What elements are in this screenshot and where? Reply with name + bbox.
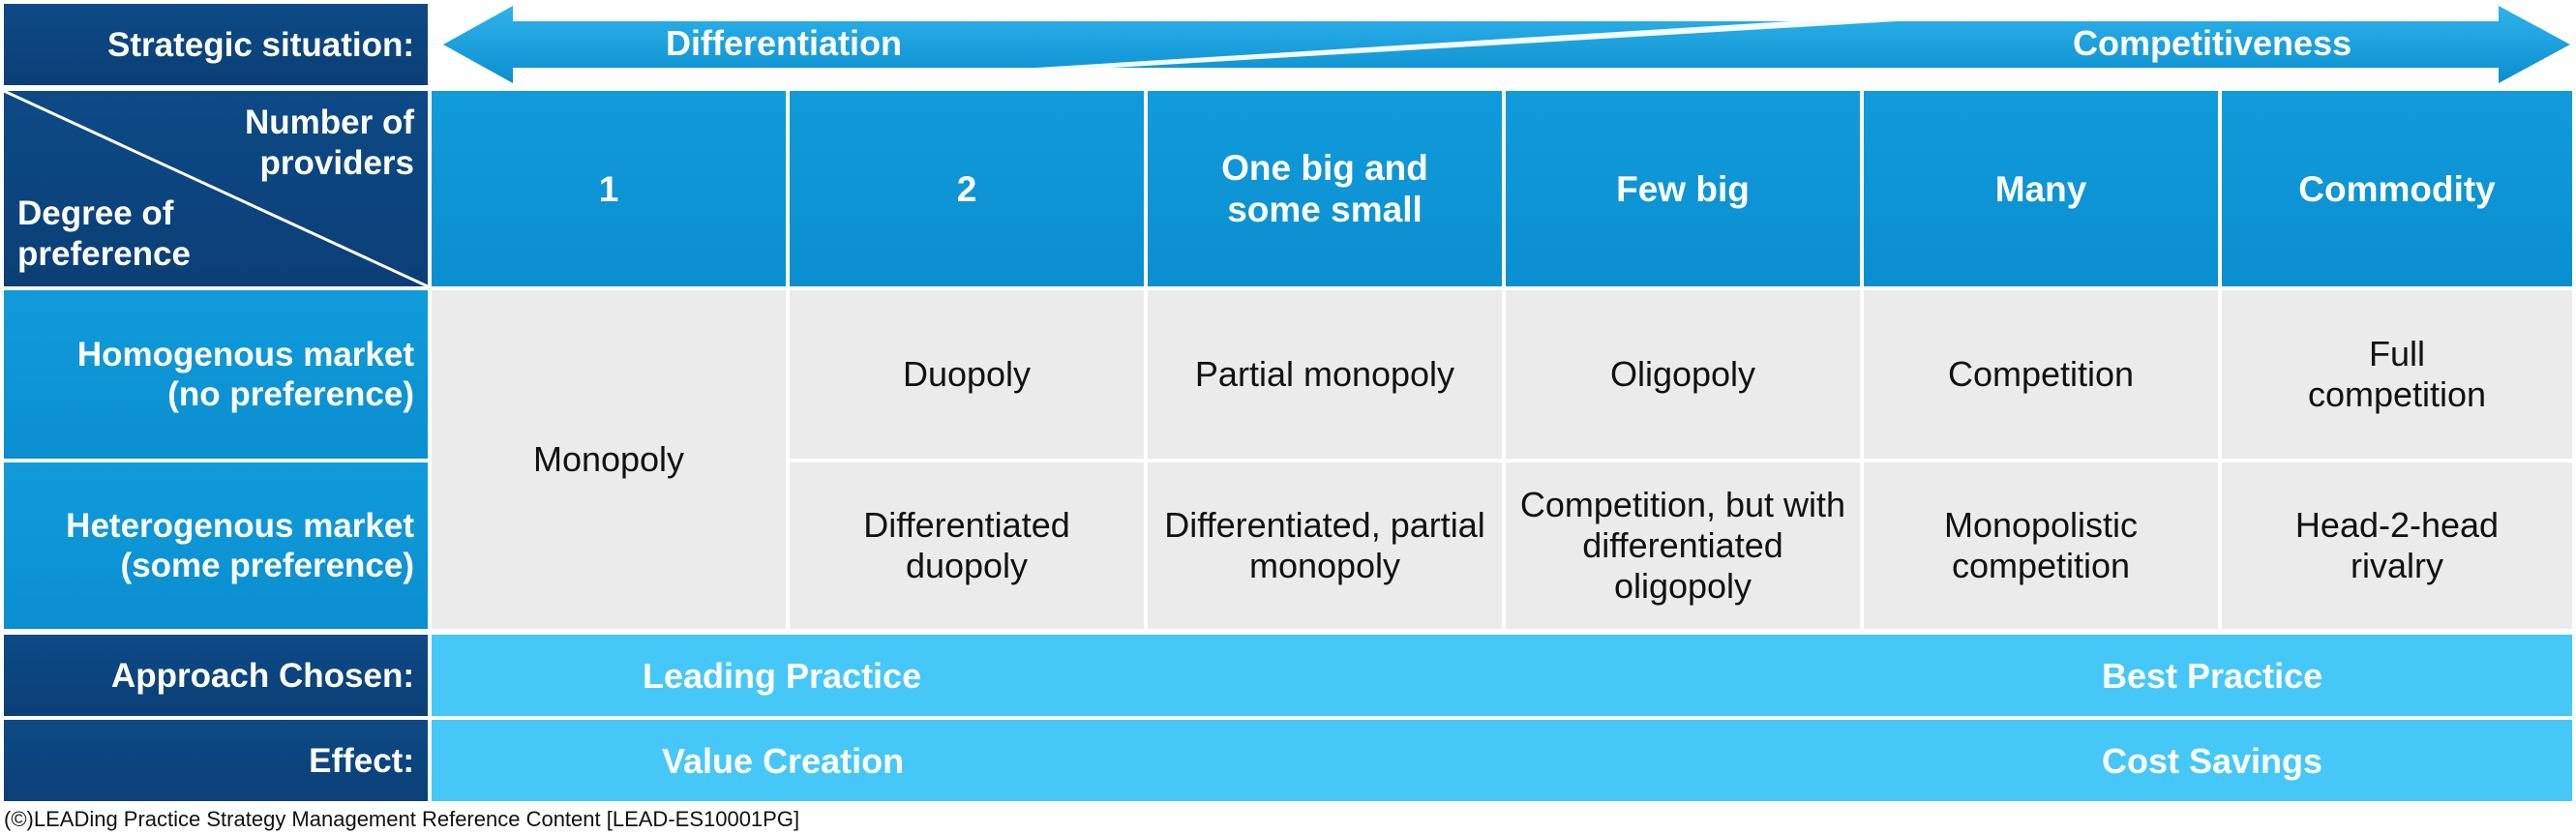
- cell-competition: Competition: [1864, 290, 2218, 459]
- column-header-text: One big and some small: [1221, 148, 1428, 229]
- row-label-homogenous: Homogenous market (no preference): [4, 290, 428, 459]
- effect-label-text: Effect:: [309, 741, 414, 780]
- competitiveness-label: Competitiveness: [2073, 23, 2352, 63]
- cell-differentiated-partial-monopoly: Differentiated, partial monopoly: [1148, 462, 1502, 629]
- cell-text: Monopolistic competition: [1943, 505, 2139, 585]
- cell-text: Differentiated duopoly: [863, 505, 1070, 585]
- cell-text: Competition, but with differentiated oli…: [1519, 485, 1846, 606]
- effect-band: Value Creation Cost Savings: [432, 720, 2572, 801]
- corner-diagonal: [4, 91, 428, 286]
- cell-full-competition: Full competition: [2222, 290, 2572, 459]
- cell-monopoly: Monopoly: [432, 290, 786, 629]
- cell-oligopoly: Oligopoly: [1506, 290, 1860, 459]
- cell-text: Partial monopoly: [1194, 354, 1455, 394]
- corner-header: Number of providers Degree of preference: [4, 91, 428, 286]
- cell-text: Full competition: [2307, 334, 2487, 414]
- cell-text: Duopoly: [902, 354, 1032, 394]
- cell-partial-monopoly: Partial monopoly: [1148, 290, 1502, 459]
- column-header-one-big-some-small: One big and some small: [1148, 91, 1502, 286]
- column-header-commodity: Commodity: [2222, 91, 2572, 286]
- cell-differentiated-duopoly: Differentiated duopoly: [790, 462, 1144, 629]
- column-header-text: Commodity: [2298, 168, 2496, 209]
- column-header-many: Many: [1864, 91, 2218, 286]
- double-arrow-shape: [443, 6, 2570, 83]
- cell-head-2-head-rivalry: Head-2-head rivalry: [2222, 462, 2572, 629]
- effect-label: Effect:: [4, 720, 428, 801]
- row-label-text: Heterogenous market (some preference): [66, 507, 414, 584]
- column-header-text: Few big: [1616, 168, 1750, 209]
- cell-text: Competition: [1947, 354, 2135, 394]
- cell-competition-differentiated-oligopoly: Competition, but with differentiated oli…: [1506, 462, 1860, 629]
- approach-label: Approach Chosen:: [4, 635, 428, 716]
- strategic-arrow: [443, 6, 2570, 83]
- row-label-heterogenous: Heterogenous market (some preference): [4, 462, 428, 629]
- cell-text: Differentiated, partial monopoly: [1164, 505, 1485, 585]
- arrow-divider: [1035, 21, 1897, 68]
- leading-practice-label: Leading Practice: [643, 656, 922, 696]
- column-header-few-big: Few big: [1506, 91, 1860, 286]
- footer-copyright: (©)LEADing Practice Strategy Management …: [4, 807, 800, 831]
- column-header-text: Many: [1994, 168, 2087, 209]
- approach-band: Leading Practice Best Practice: [432, 635, 2572, 716]
- cost-savings-label: Cost Savings: [2102, 741, 2323, 781]
- approach-label-text: Approach Chosen:: [110, 656, 414, 695]
- differentiation-label: Differentiation: [666, 23, 903, 63]
- value-creation-label: Value Creation: [662, 741, 905, 781]
- column-header-text: 1: [598, 168, 619, 209]
- corner-top-label: Number of providers: [245, 104, 414, 182]
- best-practice-label: Best Practice: [2102, 656, 2323, 696]
- cell-text: Head-2-head rivalry: [2294, 505, 2500, 585]
- strategic-situation-label-text: Strategic situation:: [107, 25, 414, 64]
- corner-bottom-label: Degree of preference: [17, 194, 191, 273]
- cell-text: Oligopoly: [1609, 354, 1756, 394]
- cell-text: Monopoly: [532, 439, 685, 479]
- cell-duopoly: Duopoly: [790, 290, 1144, 459]
- row-label-text: Homogenous market (no preference): [76, 336, 414, 413]
- column-header-1: 1: [432, 91, 786, 286]
- cell-monopolistic-competition: Monopolistic competition: [1864, 462, 2218, 629]
- column-header-2: 2: [790, 91, 1144, 286]
- strategic-situation-label: Strategic situation:: [4, 4, 428, 85]
- column-header-text: 2: [956, 168, 977, 209]
